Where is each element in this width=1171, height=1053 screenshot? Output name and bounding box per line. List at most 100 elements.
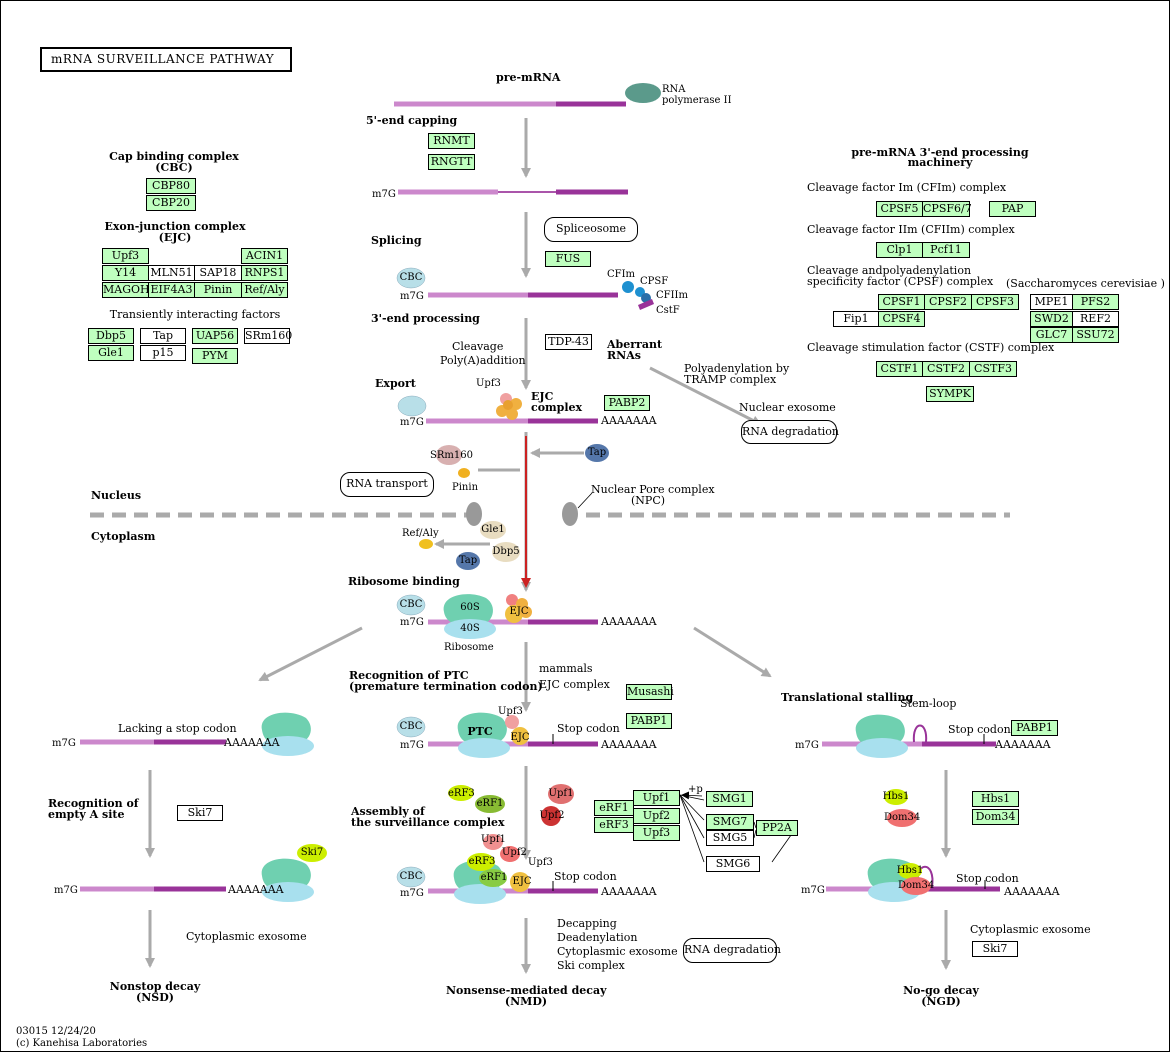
gene-ref2[interactable]: REF2 (1072, 311, 1119, 327)
gene-cstf2[interactable]: CSTF2 (922, 361, 970, 377)
gene-pp2a[interactable]: PP2A (756, 820, 798, 836)
gene-pap[interactable]: PAP (989, 201, 1036, 217)
gene-cpsf2[interactable]: CPSF2 (924, 294, 972, 310)
gene-hbs1[interactable]: Hbs1 (972, 791, 1019, 807)
polya-label-1: AAAAAAA (601, 414, 657, 427)
gene-swd2[interactable]: SWD2 (1030, 311, 1073, 327)
gene-glc7[interactable]: GLC7 (1030, 327, 1073, 343)
gene-pabp1-ngd[interactable]: PABP1 (1011, 720, 1058, 736)
gene-tap[interactable]: Tap (140, 328, 186, 344)
gene-dom34[interactable]: Dom34 (972, 809, 1019, 825)
stem-loop (912, 724, 928, 743)
pinin-shape (458, 468, 470, 478)
refaly-shape (419, 539, 433, 549)
gene-pinin[interactable]: Pinin (194, 282, 242, 298)
cfim-shape-label: CFIm (607, 269, 636, 280)
gene-y14[interactable]: Y14 (102, 265, 149, 281)
erf3-blob-label: eRF3 (448, 788, 475, 799)
gene-smg7[interactable]: SMG7 (706, 814, 754, 830)
gene-upf2-box[interactable]: Upf2 (633, 808, 680, 824)
gene-sympk[interactable]: SYMPK (926, 386, 974, 402)
gene-smg5[interactable]: SMG5 (706, 830, 754, 846)
gene-magoh[interactable]: MAGOH (102, 282, 150, 298)
gene-ssu72[interactable]: SSU72 (1072, 327, 1119, 343)
pathway-title: mRNA SURVEILLANCE PATHWAY (40, 47, 292, 72)
gene-eif4a3[interactable]: EIF4A3 (148, 282, 195, 298)
gene-srm160[interactable]: SRm160 (244, 328, 293, 344)
gene-cstf1[interactable]: CSTF1 (876, 361, 923, 377)
spliceosome-link[interactable]: Spliceosome (544, 217, 638, 242)
gene-rnps1[interactable]: RNPS1 (241, 265, 288, 281)
gene-cpsf1[interactable]: CPSF1 (878, 294, 925, 310)
nmd-title-sub: (NMD) (504, 995, 548, 1008)
gene-mpe1[interactable]: MPE1 (1030, 294, 1073, 310)
gene-erf3-box[interactable]: eRF3 (594, 817, 634, 833)
ribosome-60s-label: 60S (460, 602, 480, 613)
gene-ski7-ngd[interactable]: Ski7 (972, 941, 1018, 957)
gene-fip1[interactable]: Fip1 (833, 311, 879, 327)
gene-p15[interactable]: p15 (140, 345, 186, 361)
cbc-shapes (396, 267, 427, 888)
nuclear-exosome-label: Nuclear exosome (739, 401, 836, 414)
gene-clp1[interactable]: Clp1 (876, 242, 923, 258)
nsd-recog-label-sub: empty A site (48, 808, 125, 821)
gene-dbp5[interactable]: Dbp5 (88, 328, 134, 344)
gene-cpsf3[interactable]: CPSF3 (971, 294, 1019, 310)
gene-uap56[interactable]: UAP56 (192, 328, 238, 344)
upf1-blob-label: Upf1 (548, 788, 574, 799)
gene-cpsf5[interactable]: CPSF5 (876, 201, 923, 217)
gene-acin1[interactable]: ACIN1 (241, 248, 288, 264)
gene-upf1-box[interactable]: Upf1 (633, 790, 680, 806)
gene-mln51[interactable]: MLN51 (148, 265, 195, 281)
gene-musashi[interactable]: Musashi (626, 684, 674, 700)
ejc-complex-label-2: EJC complex (539, 678, 610, 691)
rna-degradation-link-2[interactable]: RNA degradation (683, 938, 781, 963)
nsd-recog-label: Recognition of (48, 797, 139, 810)
ski-complex-label: Ski complex (557, 959, 625, 972)
upf1-label-c: Upf1 (481, 834, 506, 845)
gene-upf3-box[interactable]: Upf3 (633, 825, 680, 841)
gene-sap18[interactable]: SAP18 (194, 265, 242, 281)
gene-smg6[interactable]: SMG6 (706, 856, 760, 872)
dom34-blob-label: Dom34 (884, 812, 921, 823)
gene-rngtt[interactable]: RNGTT (428, 154, 475, 170)
npc-label-sub: (NPC) (631, 494, 666, 507)
ptc-recog-label: Recognition of PTC (349, 669, 469, 682)
end3-label: 3'-end processing (371, 312, 480, 325)
gene-rnmt[interactable]: RNMT (428, 133, 475, 149)
gene-ski7-nsd[interactable]: Ski7 (177, 805, 223, 821)
gene-pfs2[interactable]: PFS2 (1072, 294, 1119, 310)
stalling-label: Translational stalling (781, 691, 914, 704)
gene-gle1[interactable]: Gle1 (88, 345, 134, 361)
gene-cstf3[interactable]: CSTF3 (969, 361, 1017, 377)
gene-cpsf67[interactable]: CPSF6/7 (922, 201, 972, 217)
gene-pabp1[interactable]: PABP1 (626, 713, 672, 729)
rna-degradation-link-1[interactable]: RNA degradation (741, 420, 839, 444)
gene-cbp20[interactable]: CBP20 (146, 195, 196, 211)
ptc-recog-label-sub: (premature termination codon) (349, 680, 543, 693)
gene-pym[interactable]: PYM (192, 348, 238, 364)
gene-pabp2[interactable]: PABP2 (604, 395, 650, 411)
gene-upf3[interactable]: Upf3 (102, 248, 149, 264)
ejc-cluster-export (496, 393, 522, 420)
gene-cbp80[interactable]: CBP80 (146, 178, 196, 194)
gene-fus[interactable]: FUS (545, 251, 591, 267)
gene-cpsf4[interactable]: CPSF4 (878, 311, 925, 327)
srm160-shape (436, 445, 462, 465)
gene-erf1-box[interactable]: eRF1 (594, 800, 634, 816)
rnapol-label: RNA (662, 84, 686, 95)
gene-tdp43[interactable]: TDP-43 (545, 334, 592, 350)
cfim-label: Cleavage factor Im (CFIm) complex (807, 181, 1007, 194)
gene-refaly[interactable]: Ref/Aly (241, 282, 288, 298)
cfiim-shape-label: CFIIm (656, 290, 688, 301)
rna-transport-link[interactable]: RNA transport (340, 472, 434, 497)
m7g-label-3: m7G (400, 417, 424, 428)
premrna-label: pre-mRNA (496, 71, 561, 84)
gene-pcf11[interactable]: Pcf11 (922, 242, 970, 258)
cbc-heading: Cap binding complex (109, 150, 239, 163)
gene-smg1[interactable]: SMG1 (706, 791, 753, 807)
tap-shape (585, 444, 609, 462)
ribosomes (261, 594, 920, 904)
nmd-title: Nonsense-mediated decay (446, 984, 607, 997)
